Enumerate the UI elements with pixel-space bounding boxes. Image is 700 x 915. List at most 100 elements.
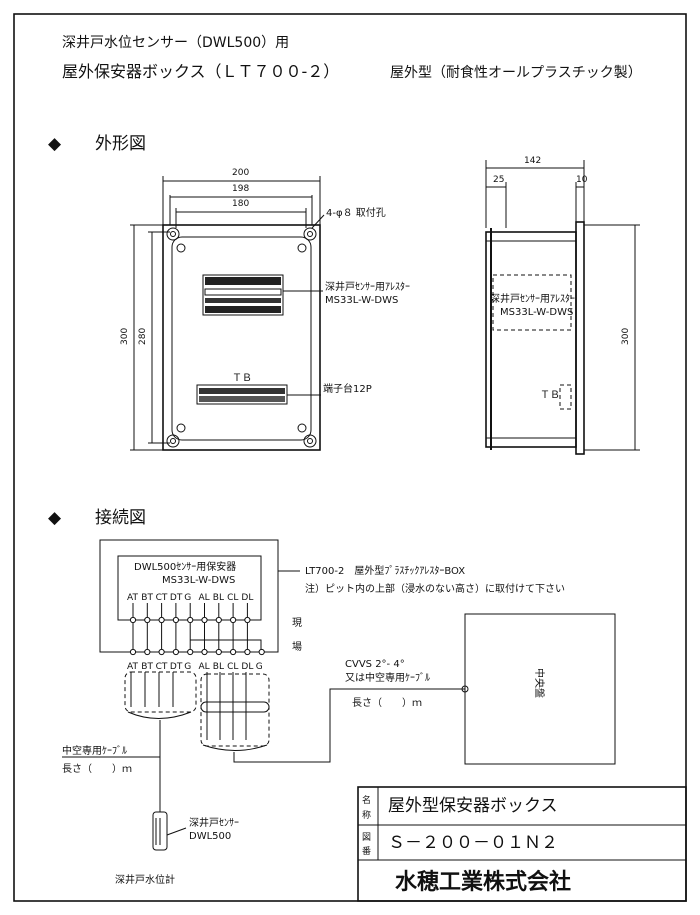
protector-terminal-label: BL [213,593,224,603]
connection-diagram: LT700-2 屋外型ﾌﾟﾗｽﾁｯｸｱﾚｽﾀｰBOX 注）ピット内の上部（浸水の… [62,539,616,886]
side-view: 142 25 10 深井戸ｾﾝｻｰ用ｱﾚｽﾀｰ MS33L-W-DWS ＴＢ 3… [485,156,640,455]
protector-terminal-post [172,616,179,624]
protector-terminal-label: DT [170,593,183,603]
strip-terminal-label: DL [241,662,253,672]
strip-terminal-post [215,648,222,656]
panel-cable-bundle [200,673,270,747]
strip-terminal-post [258,648,265,656]
header-title-line2: 屋外保安器ボックス（ＬＴ７００-２） [62,62,339,81]
section-outline-title: 外形図 [95,134,146,154]
strip-terminal-label: DT [170,662,183,672]
sensor-label-line2: DWL500 [189,831,231,842]
strip-terminal-label: AT [127,662,138,672]
protector-terminal-label: AL [199,593,210,603]
side-arrester-label-line1: 深井戸ｾﾝｻｰ用ｱﾚｽﾀｰ [490,292,575,305]
front-view: 200 198 180 300 280 4-φ８ 取付孔 [120,168,410,451]
terminal-block-12p [196,384,288,405]
side-dim-height: 300 [621,328,631,345]
cable-length-right: 長さ（ ）ｍ [352,697,422,709]
strip-terminal-post [187,648,194,656]
strip-terminal-post [201,648,208,656]
protector-terminal-post [215,616,222,624]
strip-terminal-post [230,648,237,656]
strip-terminal-label: G [256,662,263,672]
side-box-body [485,231,577,448]
side-hidden-tb [559,384,572,410]
title-drawing-label-1: 図 [362,832,371,843]
side-dim-depth: 142 [524,156,541,166]
section-outline-bullet: ◆ [48,134,62,154]
strip-terminal-label: G [184,662,191,672]
title-drawing-value: Ｓ－２００－０１Ｎ２ [388,833,558,853]
dim-height-inner: 280 [138,328,148,345]
cable-length-left: 長さ（ ）ｍ [62,763,132,775]
sensor-cable-bundle [124,671,197,713]
title-drawing-label-2: 番 [362,845,371,857]
protector-terminal-post [230,616,237,624]
strip-terminal-label: BL [213,662,224,672]
arrester-label-line1: 深井戸ｾﾝｻｰ用ｱﾚｽﾀｰ [325,280,410,293]
side-arrester-label-line2: MS33L-W-DWS [500,307,573,318]
side-hidden-arrester [492,274,572,331]
dim-width-mid: 198 [232,184,249,194]
strip-terminal-label: BT [141,662,153,672]
title-name-value: 屋外型保安器ボックス [388,796,558,816]
sensor-body [152,811,168,851]
side-dim-right: 10 [576,175,588,185]
protector-terminal-post [144,616,151,624]
box-label: LT700-2 屋外型ﾌﾟﾗｽﾁｯｸｱﾚｽﾀｰBOX [305,564,465,577]
strip-terminal-post [144,648,151,656]
mount-hole-top-right [303,227,317,241]
strip-terminal-post [158,648,165,656]
title-name-label-2: 称 [362,809,371,821]
header-title-note: 屋外型（耐食性オールプラスチック製） [390,64,642,81]
mount-hole-top-left [166,227,180,241]
ground-bus [190,639,262,650]
protector-title-line2: MS33L-W-DWS [162,575,235,586]
hollow-cable-label: 中空専用ｹｰﾌﾞﾙ [62,744,127,757]
protector-terminal-post [158,616,165,624]
protector-terminal-post [187,616,194,624]
title-name-label-1: 名 [362,794,371,806]
central-panel [464,613,616,765]
cable-spec-line2: 又は中空専用ｹｰﾌﾞﾙ [345,671,430,684]
protector-terminal-post [244,616,251,624]
strip-terminal-post [244,648,251,656]
protector-terminal-label: BT [141,593,153,603]
dim-width-inner: 180 [232,199,249,209]
protector-terminal-post [201,616,208,624]
strip-terminal-label: CL [227,662,238,672]
protector-terminal-label: CL [227,593,238,603]
protector-terminal-label: DL [241,593,253,603]
dim-height-outer: 300 [120,328,130,345]
site-label-line1: 現 [292,617,302,629]
mount-hole-bottom-left [166,434,180,448]
strip-terminal-label: CT [156,662,168,672]
arrester-module [202,274,284,316]
sheet-border [13,13,687,902]
side-mount-flange [575,221,585,455]
side-tb-label: ＴＢ [540,390,560,401]
cable-spec-line1: CVVS 2°- 4° [345,659,405,670]
header-title-line1: 深井戸水位センサー（DWL500）用 [62,35,289,51]
sensor-label-line1: 深井戸ｾﾝｻｰ [189,816,239,829]
side-dim-left: 25 [493,175,504,185]
protector-terminal-label: AT [127,593,138,603]
protector-terminal-label: G [184,593,191,603]
gauge-label: 深井戸水位計 [115,873,175,886]
protector-terminal-label: CT [156,593,168,603]
title-company: 水穂工業株式会社 [395,869,571,895]
section-connection-bullet: ◆ [48,508,62,528]
box-note: 注）ピット内の上部（浸水のない高さ）に取付けて下さい [305,582,565,595]
dim-width-outer: 200 [232,168,249,178]
central-panel-label: 中央盤 [533,668,546,698]
section-connection-title: 接続図 [95,508,146,528]
arrester-label-line2: MS33L-W-DWS [325,295,398,306]
strip-terminal-post [129,648,137,656]
front-box-body [162,224,321,451]
front-box-inner [171,236,312,441]
site-label-line2: 場 [292,640,302,653]
